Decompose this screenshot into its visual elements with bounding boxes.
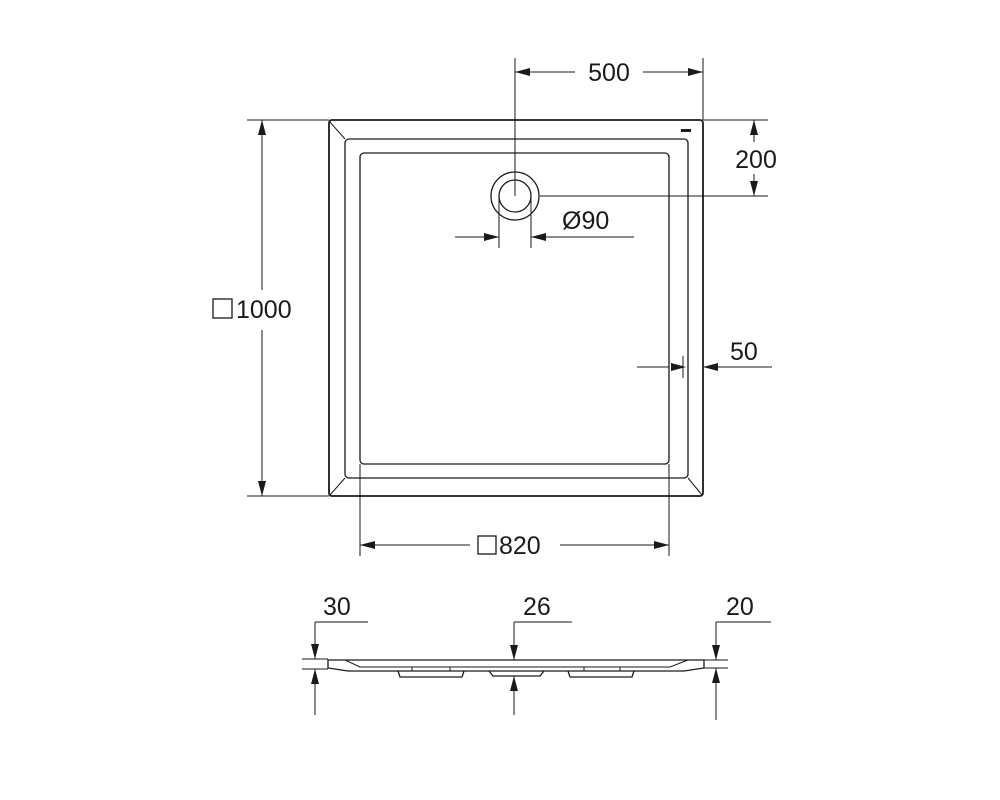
arrowhead [510,676,518,691]
section-view: 30 26 20 [302,593,771,720]
dimension-label-500: 500 [588,59,630,87]
arrowhead [258,481,266,496]
square-symbol [477,535,497,555]
tray-inner-basin [359,152,670,465]
drain-outlet [488,670,545,677]
label-mask [727,142,783,174]
arrowhead [688,68,703,76]
tray-section-profile [327,659,705,672]
square-symbol [212,298,233,319]
arrowhead [515,68,530,76]
arrowhead [703,363,718,371]
arrowhead [654,541,669,549]
dimension-label-200: 200 [735,146,777,174]
arrowhead [712,668,720,683]
dimension-label-1000: 1000 [236,296,292,324]
arrowhead [531,233,546,241]
arrowhead [360,541,375,549]
plan-view: 500 200 Ø90 1000 820 [212,58,783,560]
arrowhead [484,233,499,241]
tray-section-top-detail [344,659,689,668]
dimension-label-50: 50 [730,338,758,366]
corner-mark [328,120,346,140]
corner-mark [687,477,703,496]
dimension-label-20: 20 [726,593,754,621]
tray-outer-outline [328,119,704,497]
brand-mark [681,129,691,132]
arrowhead [750,181,758,196]
tray-rim-outline [344,138,689,479]
corner-mark [329,477,346,496]
dimension-label-diameter: Ø90 [562,207,609,235]
dimension-label-820: 820 [499,532,541,560]
arrowhead [510,645,518,660]
dimension-label-30: 30 [323,593,351,621]
arrowhead [311,669,319,684]
arrowhead [712,645,720,660]
support-foot-right [567,670,635,678]
arrowhead [258,120,266,135]
dimension-label-26: 26 [523,593,551,621]
support-foot-left [397,670,465,678]
arrowhead [671,363,686,371]
arrowhead [750,120,758,135]
arrowhead [311,644,319,659]
